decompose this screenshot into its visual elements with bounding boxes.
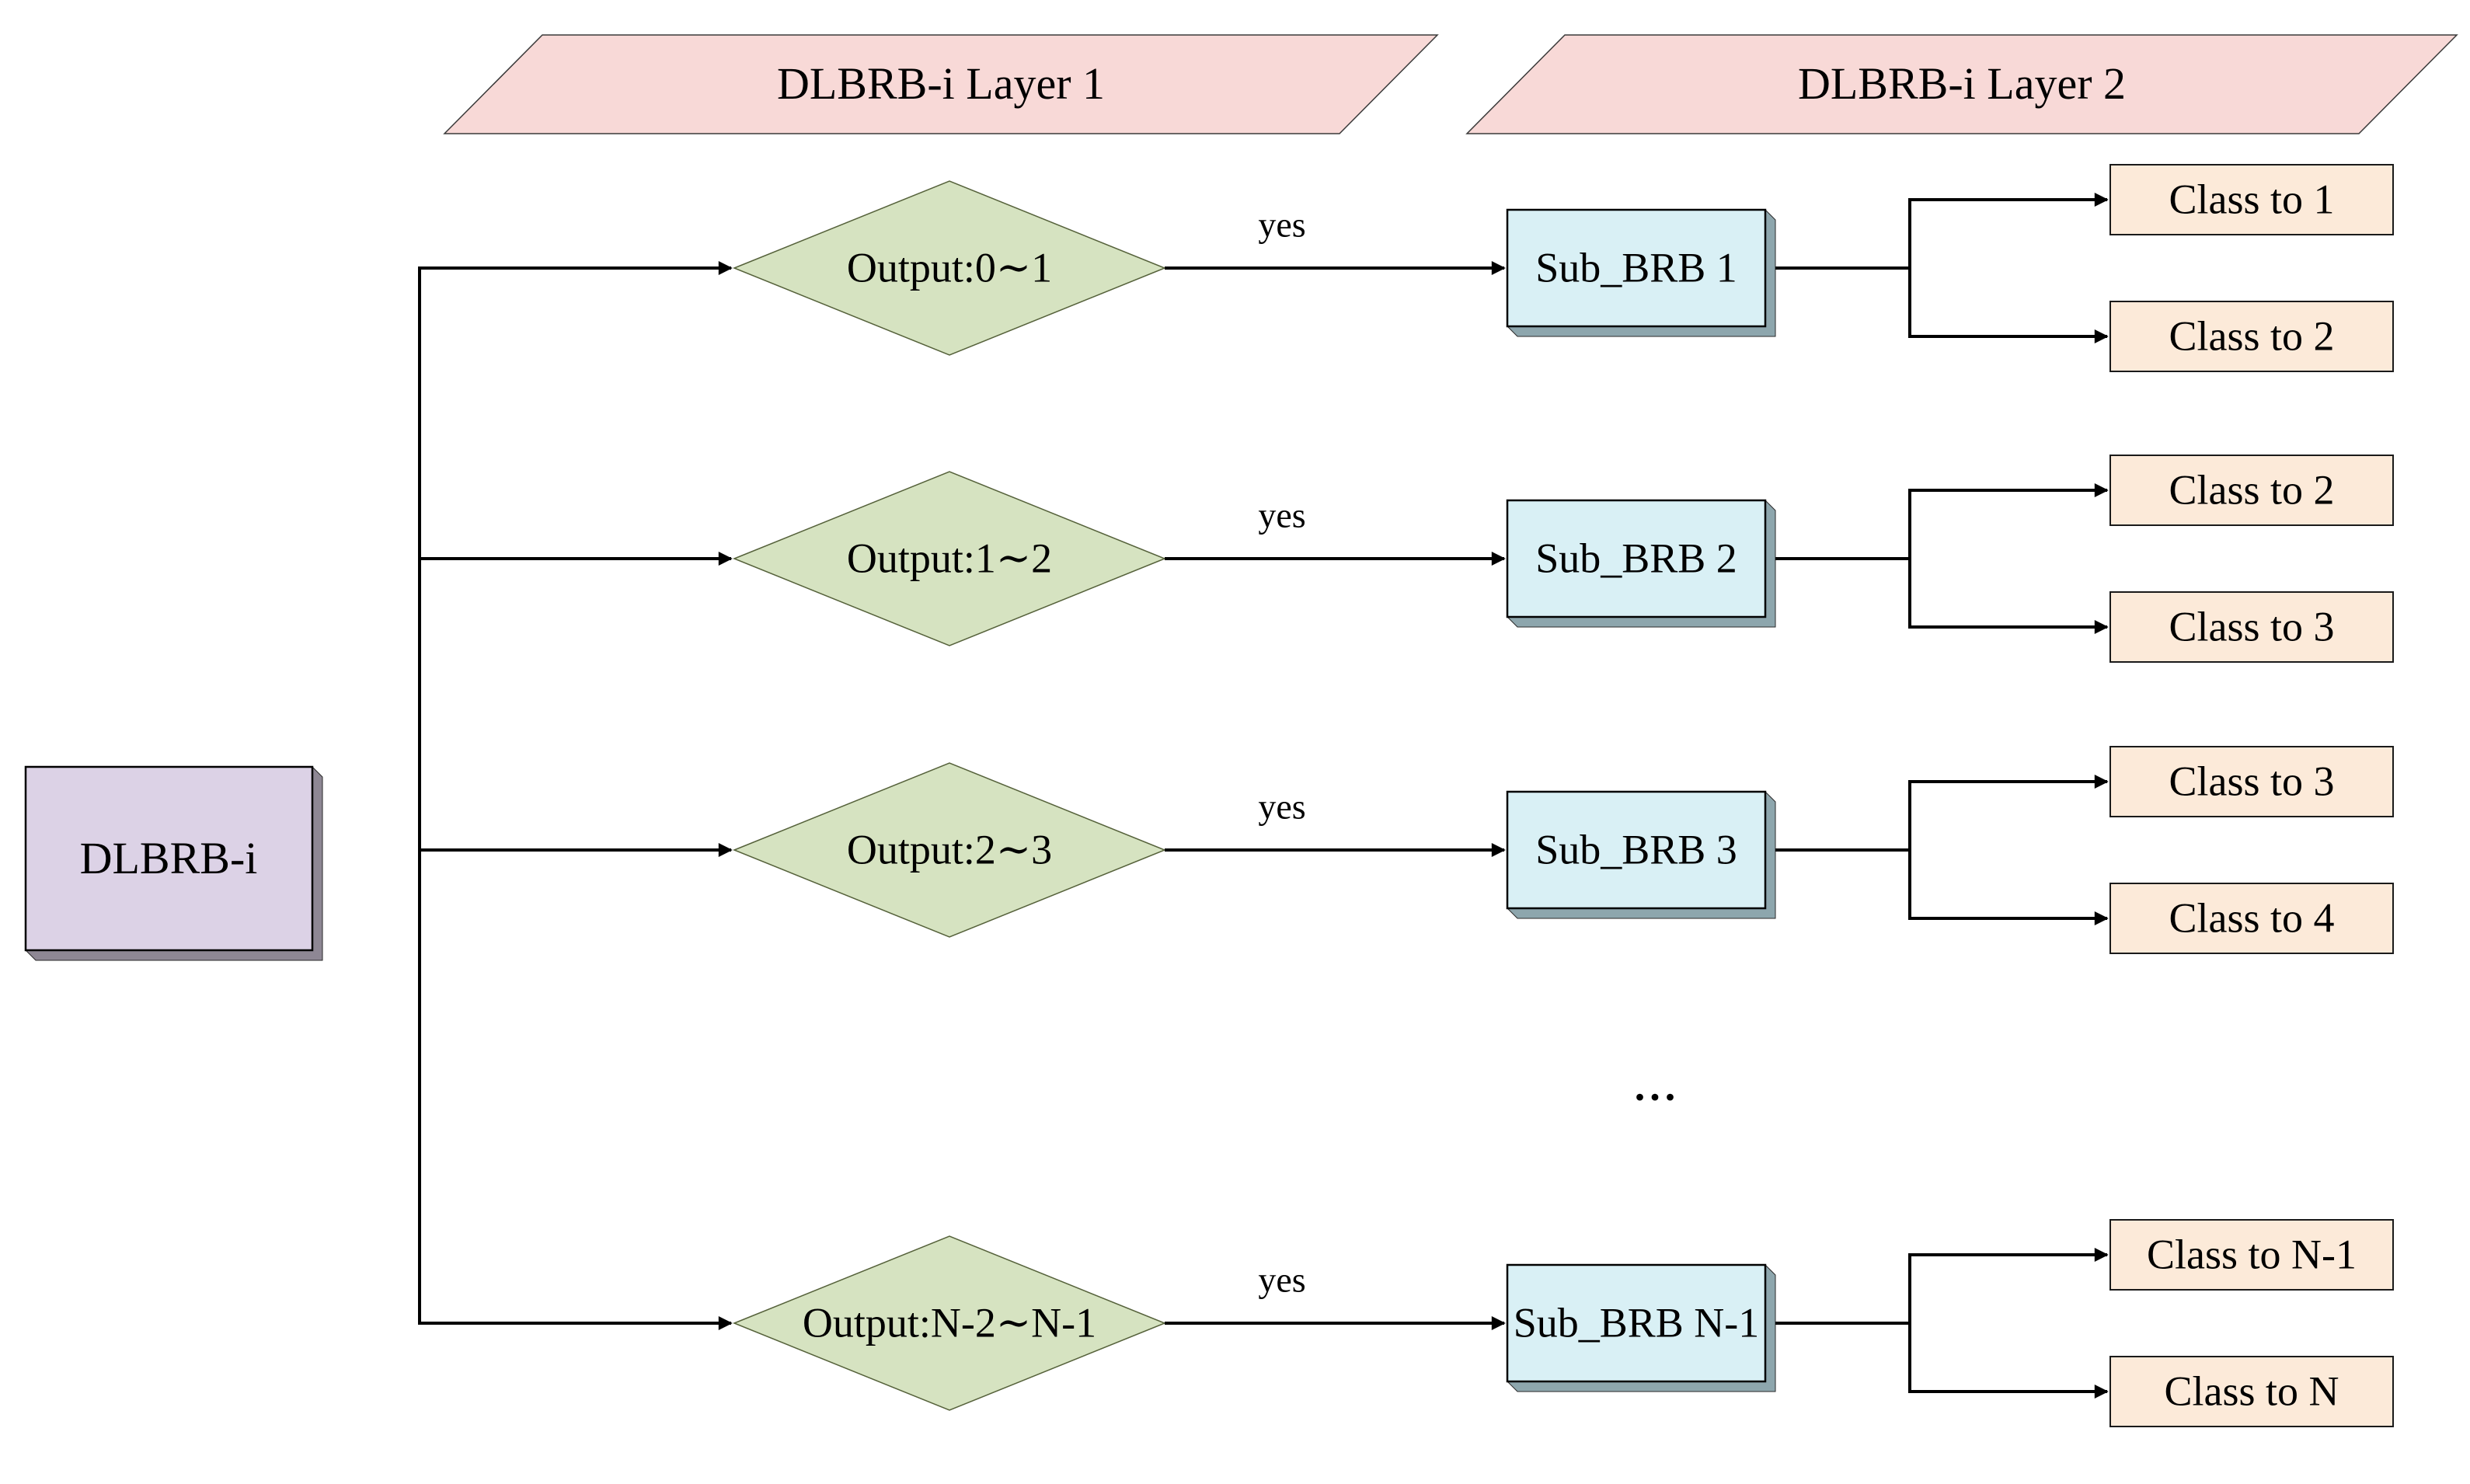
decision-label: Output:2∼3: [846, 826, 1053, 873]
continuation-ellipsis: ...: [1634, 1062, 1681, 1110]
row-2-shapes: [418, 455, 2393, 662]
yes-label: yes: [1258, 495, 1306, 535]
decision-label: Output:N-2∼N-1: [802, 1299, 1097, 1346]
source-box-label: DLBRB-i: [79, 833, 258, 884]
row-1-shapes: [418, 165, 2393, 371]
yes-label: yes: [1258, 204, 1306, 245]
sub-brb-label: Sub_BRB 2: [1535, 535, 1737, 582]
layer1-header-parallelogram: [443, 34, 1439, 134]
layer2-header-label: DLBRB-i Layer 2: [1797, 58, 2127, 110]
class-top-label: Class to 2: [2169, 466, 2335, 514]
yes-label: yes: [1258, 1259, 1306, 1300]
sub-brb-label: Sub_BRB N-1: [1513, 1299, 1760, 1346]
sub-brb-label: Sub_BRB 3: [1535, 826, 1737, 873]
decision-label: Output:0∼1: [846, 244, 1053, 291]
class-bottom-label: Class to 4: [2169, 894, 2335, 942]
source-box: [24, 765, 314, 952]
layer2-header-parallelogram: [1465, 34, 2458, 134]
class-top-label: Class to 3: [2169, 758, 2335, 805]
row-4-shapes: [418, 1220, 2393, 1427]
class-bottom-label: Class to 2: [2169, 312, 2335, 360]
class-bottom-label: Class to N: [2164, 1367, 2339, 1415]
yes-label: yes: [1258, 786, 1306, 827]
class-top-label: Class to N-1: [2147, 1231, 2357, 1278]
row-3-shapes: [418, 747, 2393, 953]
class-top-label: Class to 1: [2169, 176, 2335, 223]
decision-label: Output:1∼2: [846, 535, 1053, 582]
layer1-header-label: DLBRB-i Layer 1: [776, 58, 1106, 110]
sub-brb-label: Sub_BRB 1: [1535, 244, 1737, 291]
class-bottom-label: Class to 3: [2169, 603, 2335, 650]
